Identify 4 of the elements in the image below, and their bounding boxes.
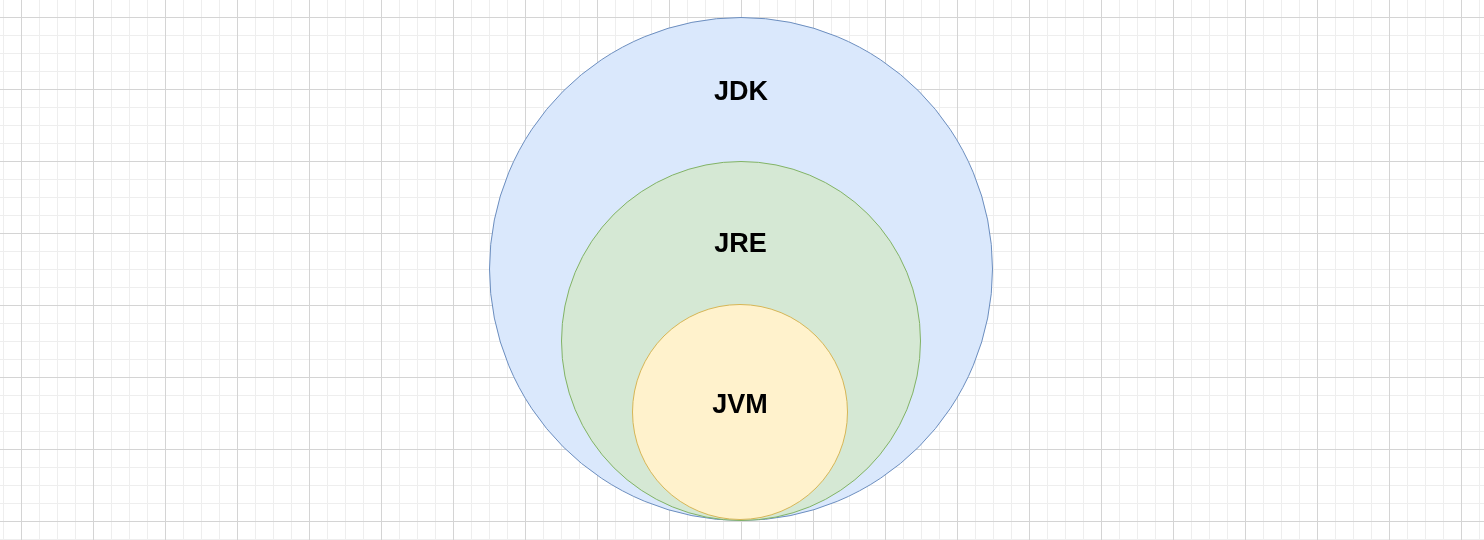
circle-node [489,17,993,521]
node-label: JRE [713,229,768,257]
node-label: JDK [713,78,769,105]
node-label: JVM [711,391,769,418]
